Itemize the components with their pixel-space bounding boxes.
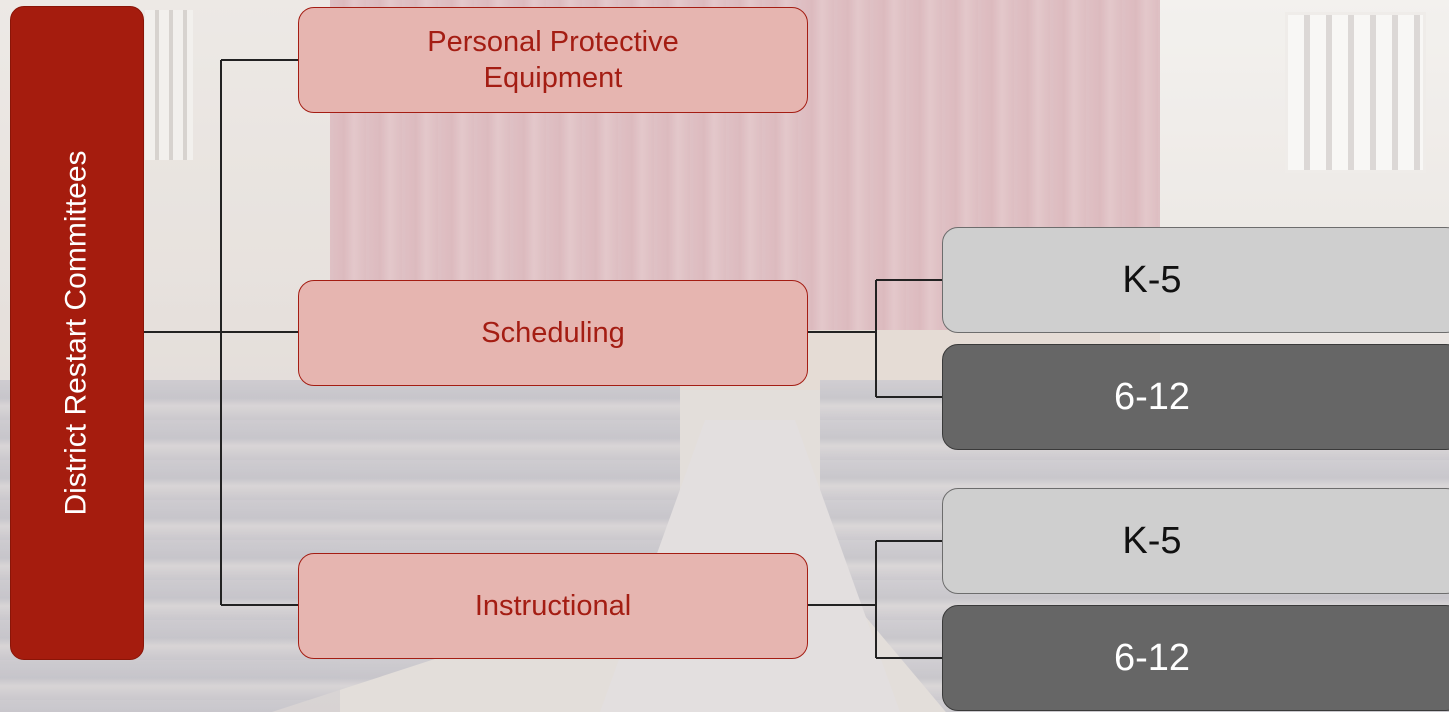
- root-node-label: District Restart Committees: [60, 150, 93, 516]
- category-node-ppe: Personal Protective Equipment: [298, 7, 808, 113]
- category-node-instructional: Instructional: [298, 553, 808, 659]
- category-node-label: Personal Protective Equipment: [427, 26, 679, 94]
- subnode-label: 6-12: [1113, 375, 1191, 418]
- subnode-instructional-6-12: 6-12: [942, 605, 1449, 711]
- subnode-label: K-5: [1122, 258, 1182, 301]
- category-node-label: Instructional: [474, 590, 632, 622]
- category-node-label: Scheduling: [481, 317, 625, 349]
- subnode-instructional-k5: K-5: [942, 488, 1449, 594]
- root-node-district-restart-committees: District Restart Committees: [10, 6, 144, 660]
- category-node-scheduling: Scheduling: [298, 280, 808, 386]
- subnode-label: K-5: [1122, 519, 1182, 562]
- subnode-scheduling-k5: K-5: [942, 227, 1449, 333]
- subnode-label: 6-12: [1113, 636, 1191, 679]
- subnode-scheduling-6-12: 6-12: [942, 344, 1449, 450]
